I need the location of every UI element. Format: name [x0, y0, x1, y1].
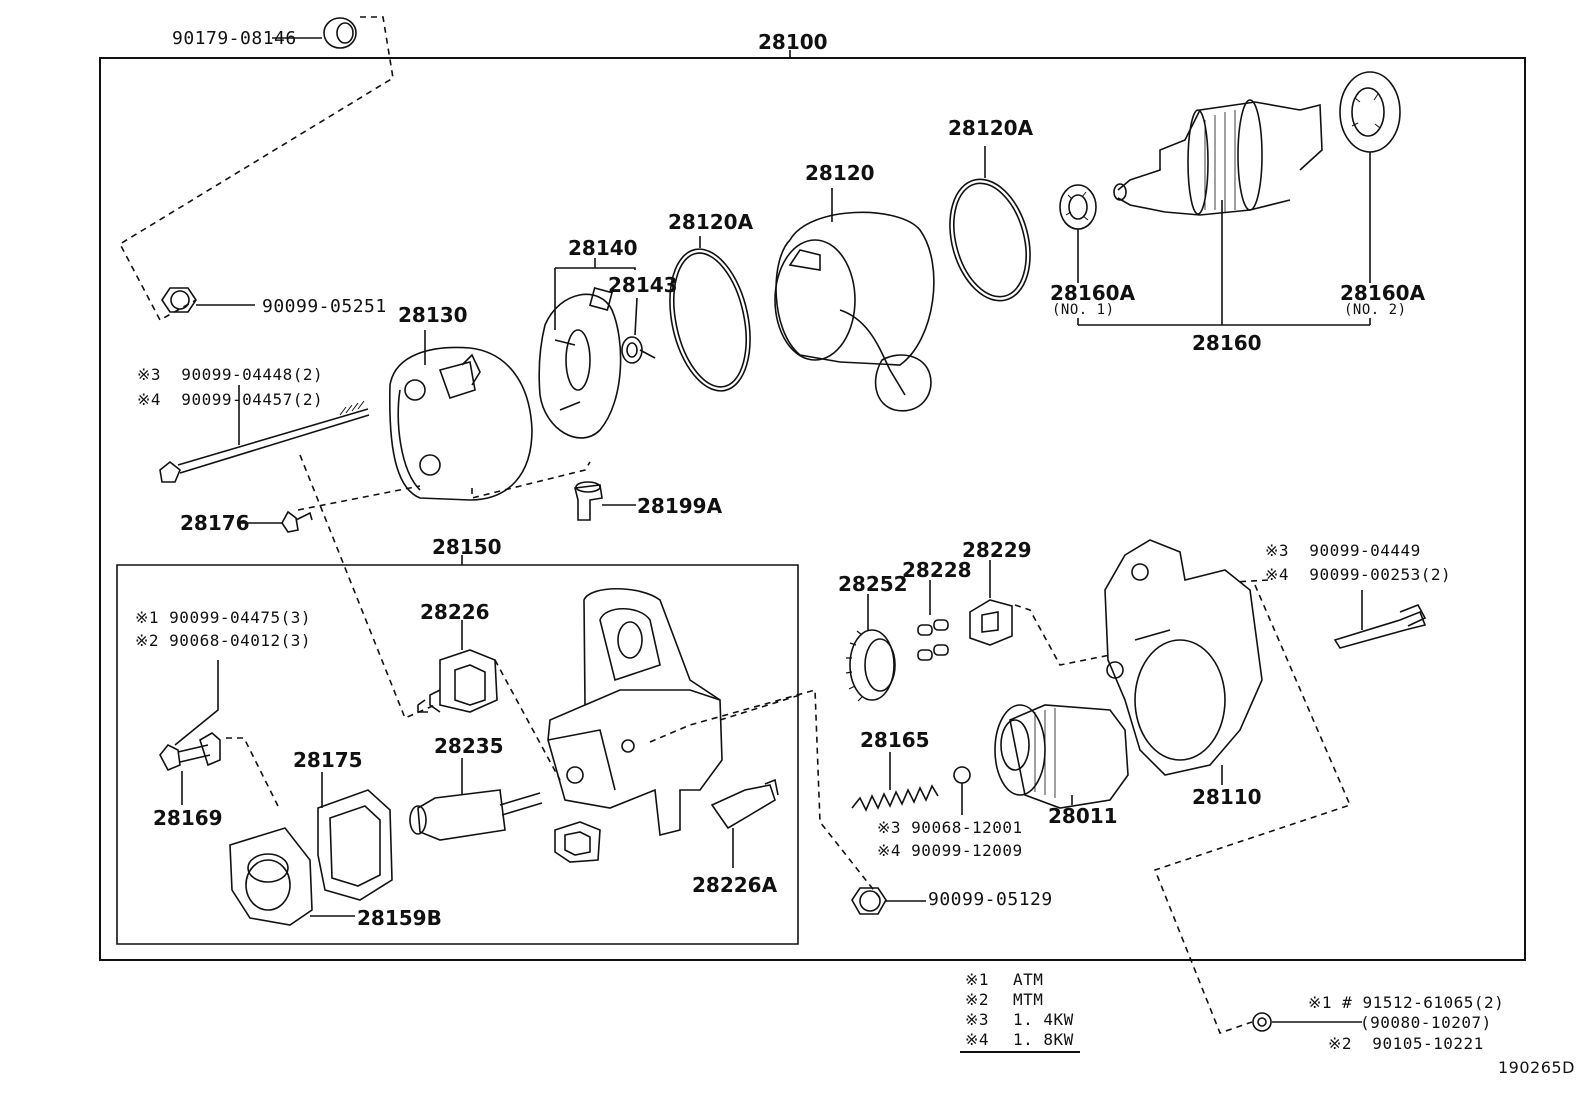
label-28226A: 28226A — [692, 873, 778, 897]
terminal-28226A — [710, 778, 779, 868]
label-28160A-no2-sub: (NO. 2) — [1344, 302, 1407, 318]
clutch-28011 — [994, 704, 1129, 809]
label-28150: 28150 — [432, 535, 502, 559]
dashed-route-28130 — [297, 461, 591, 511]
label-28175: 28175 — [293, 748, 363, 772]
label-28120A-left: 28120A — [668, 210, 754, 234]
label-28160: 28160 — [1192, 331, 1262, 355]
legend-mark: ※4 — [965, 1030, 990, 1049]
label-28160A-no2: 28160A — [1340, 281, 1426, 305]
bearing-28160A-no1 — [1059, 184, 1097, 283]
screw-28169 — [159, 660, 221, 805]
label-28120A-right: 28120A — [948, 116, 1034, 140]
label-28160A-no1-sub: (NO. 1) — [1052, 302, 1115, 318]
nut-bottom-right — [1252, 1012, 1362, 1032]
label-nut-note-1: ※1 # 91512-61065(2) — [1308, 993, 1505, 1012]
label-28160A-no1: 28160A — [1050, 281, 1136, 305]
label-28199A: 28199A — [637, 494, 723, 518]
legend-text: MTM — [1013, 990, 1044, 1009]
lever-28226 — [417, 620, 498, 713]
catalog-code: 190265D — [1498, 1058, 1575, 1077]
screw-28176 — [240, 510, 313, 533]
label-bolt-note-4: ※4 90099-04457(2) — [137, 390, 324, 409]
nut-90099-05251 — [161, 287, 255, 313]
label-nut-note-1b: (90080-10207) — [1360, 1013, 1492, 1032]
brush-holder-28140 — [538, 258, 636, 439]
label-screw-note-1: ※1 90099-04475(3) — [135, 608, 312, 627]
dashed-route-left — [226, 454, 561, 811]
dashed-route-mid — [649, 688, 881, 899]
cover-28159B — [229, 827, 355, 926]
label-28228: 28228 — [902, 558, 972, 582]
bolt-right — [1333, 590, 1427, 649]
spring-28165 — [851, 752, 939, 812]
bushing-28199A — [574, 481, 636, 521]
assembly-frame — [99, 57, 1526, 961]
nut-90179-08146 — [272, 17, 357, 49]
o-ring-28120A-right — [949, 146, 1031, 302]
label-90099-05251: 90099-05251 — [262, 296, 387, 317]
label-ball-note-3: ※3 90068-12001 — [877, 818, 1023, 837]
legend-text: ATM — [1013, 970, 1044, 989]
nut-90099-05129 — [851, 887, 926, 915]
end-frame-28130 — [388, 330, 533, 501]
label-28110: 28110 — [1192, 785, 1262, 809]
legend-mark: ※1 — [965, 970, 990, 989]
armature-28160 — [1077, 99, 1371, 326]
label-28011: 28011 — [1048, 804, 1118, 828]
label-28130: 28130 — [398, 303, 468, 327]
dashed-route-top — [118, 16, 394, 322]
label-28226: 28226 — [420, 600, 490, 624]
label-90099-05129: 90099-05129 — [928, 889, 1053, 910]
label-28140: 28140 — [568, 236, 638, 260]
label-screw-note-2: ※2 90068-04012(3) — [135, 631, 312, 650]
legend-mark: ※2 — [965, 990, 990, 1009]
label-28165: 28165 — [860, 728, 930, 752]
label-90179-08146: 90179-08146 — [172, 28, 297, 49]
label-28252: 28252 — [838, 572, 908, 596]
retainer-28229 — [969, 560, 1013, 646]
label-28169: 28169 — [153, 806, 223, 830]
through-bolt — [159, 385, 370, 483]
label-28143: 28143 — [608, 273, 678, 297]
steel-ball — [953, 766, 971, 815]
solenoid-28150 — [547, 587, 723, 863]
label-nut-note-2: ※2 90105-10221 — [1328, 1034, 1484, 1053]
label-bolt2-note-3: ※3 90099-04449 — [1265, 541, 1421, 560]
subassembly-28150-frame — [116, 564, 799, 945]
gasket-28175 — [317, 772, 393, 901]
label-ball-note-4: ※4 90099-12009 — [877, 841, 1023, 860]
housing-28110 — [1104, 539, 1263, 785]
label-assembly-28100: 28100 — [758, 30, 828, 54]
o-ring-28120A-left — [669, 236, 751, 392]
bearing-28160A-no2 — [1339, 71, 1401, 283]
rollers-28228 — [917, 580, 949, 661]
legend-text: 1. 4KW — [1013, 1010, 1074, 1029]
label-28159B: 28159B — [357, 906, 442, 930]
legend-text: 1. 8KW — [1013, 1030, 1074, 1049]
label-bolt-note-3: ※3 90099-04448(2) — [137, 365, 324, 384]
label-28229: 28229 — [962, 538, 1032, 562]
gear-28252 — [845, 594, 896, 702]
label-28120: 28120 — [805, 161, 875, 185]
yoke-28120 — [774, 188, 935, 412]
plunger-28235 — [409, 758, 543, 841]
brush-spring-28143 — [621, 297, 656, 364]
label-bolt2-note-4: ※4 90099-00253(2) — [1265, 565, 1452, 584]
label-28235: 28235 — [434, 734, 504, 758]
legend-mark: ※3 — [965, 1010, 990, 1029]
label-28176: 28176 — [180, 511, 250, 535]
